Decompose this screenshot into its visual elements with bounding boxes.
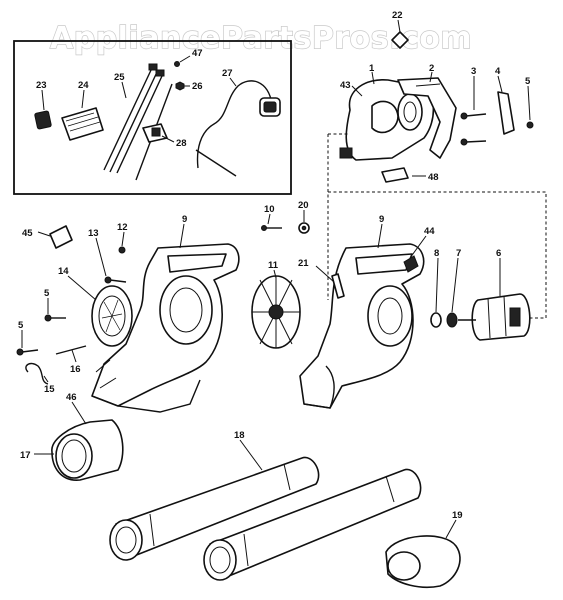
part-5-top-screw (526, 121, 534, 129)
part-26-nut (175, 81, 185, 91)
part-20-washer (298, 222, 310, 234)
part-4-bracket (497, 91, 515, 135)
callout-10: 10 (264, 204, 275, 215)
callout-47: 47 (192, 48, 203, 59)
callout-8: 8 (434, 248, 439, 259)
callout-12: 12 (117, 222, 128, 233)
part-13-screw (104, 276, 127, 284)
part-24-instruction-card (61, 107, 104, 141)
part-8-washer (430, 312, 442, 328)
part-16-screw (55, 345, 87, 355)
part-45-foam (49, 225, 73, 249)
callout-27: 27 (222, 68, 233, 79)
callout-7: 7 (456, 248, 461, 259)
part-5-screw-lower (16, 348, 39, 356)
part-22-clip (391, 31, 409, 49)
part-28-strain-relief (142, 123, 168, 143)
part-7-washer (446, 312, 458, 328)
callout-1: 1 (369, 63, 375, 74)
callout-labels: 22 1 2 3 4 5 43 48 47 23 24 25 26 27 28 … (18, 10, 531, 521)
part-9-right-housing (299, 243, 425, 409)
part-21-strip (331, 273, 345, 299)
callout-15: 15 (44, 384, 55, 395)
part-11-impeller (251, 275, 301, 349)
callout-25: 25 (114, 72, 125, 83)
part-27-power-cord (195, 80, 281, 177)
callout-9-left: 9 (182, 214, 187, 225)
callout-20: 20 (298, 200, 309, 211)
callout-43: 43 (340, 80, 351, 91)
callout-21: 21 (298, 258, 309, 269)
callout-48: 48 (428, 172, 439, 183)
callout-5-top: 5 (525, 76, 531, 87)
part-47-screw (174, 61, 180, 67)
part-10-screw (261, 225, 282, 231)
part-14-fan-cover (91, 285, 133, 347)
part-9-left-housing (91, 243, 240, 413)
callout-6: 6 (496, 248, 501, 259)
part-48-label (381, 167, 409, 183)
callout-44: 44 (424, 226, 435, 237)
part-43-switch-housing (339, 79, 435, 161)
part-18-upper-tube (109, 456, 320, 561)
part-15-spring-clip (25, 362, 49, 385)
hardware-kit-inset (13, 40, 292, 195)
part-17-46-nozzle (51, 419, 124, 481)
callout-19: 19 (452, 510, 463, 521)
callout-22: 22 (392, 10, 403, 21)
callout-17: 17 (20, 450, 31, 461)
part-6-motor (458, 293, 531, 341)
part-2-trigger (397, 77, 457, 159)
callout-28: 28 (176, 138, 187, 149)
callout-5-mid: 5 (44, 288, 50, 299)
part-12-screw (118, 246, 126, 254)
part-25-cable-ties (103, 63, 173, 181)
callout-9-right: 9 (379, 214, 384, 225)
wiring-routes (327, 133, 547, 319)
callout-4: 4 (495, 66, 501, 77)
callout-13: 13 (88, 228, 99, 239)
screw-lower (460, 138, 487, 146)
watermark-text: AppliancePartsPros.com (50, 21, 472, 56)
callout-26: 26 (192, 81, 203, 92)
part-5-screw-upper (44, 314, 66, 322)
part-18-lower-tube (203, 468, 422, 581)
callout-45: 45 (22, 228, 33, 239)
part-23-tag (34, 110, 52, 130)
callout-46: 46 (66, 392, 77, 403)
callout-18: 18 (234, 430, 245, 441)
callout-3: 3 (471, 66, 476, 77)
callout-24: 24 (78, 80, 89, 91)
callout-2: 2 (429, 63, 434, 74)
callout-11: 11 (268, 260, 279, 271)
callout-23: 23 (36, 80, 47, 91)
callout-16: 16 (70, 364, 81, 375)
leader-lines (21, 19, 531, 539)
part-19-elbow (385, 535, 461, 589)
callout-14: 14 (58, 266, 69, 277)
part-44-tab (403, 255, 419, 273)
callout-5-low: 5 (18, 320, 24, 331)
part-3-screw (460, 112, 487, 120)
